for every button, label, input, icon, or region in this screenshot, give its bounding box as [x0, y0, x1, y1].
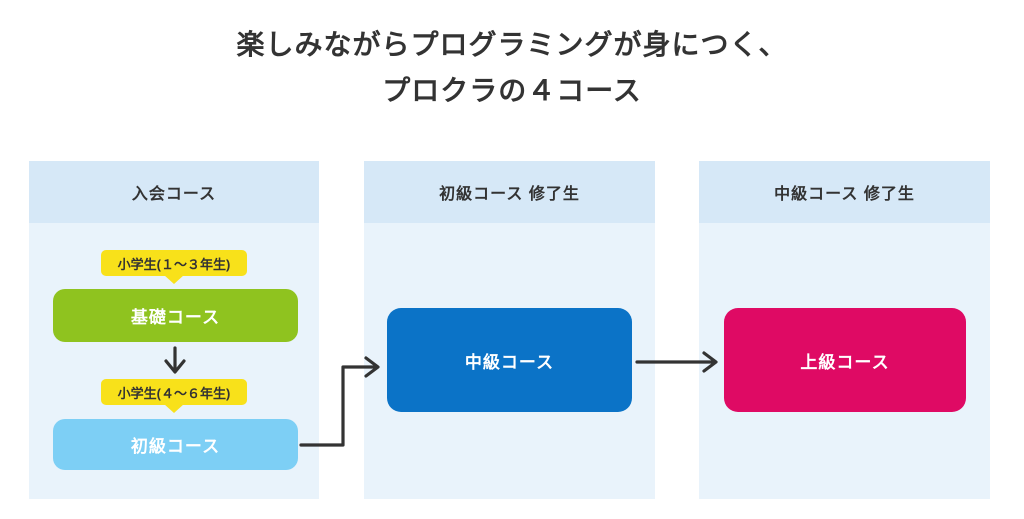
panel-beginner-graduates-header: 初級コース 修了生	[364, 161, 655, 223]
page-title-line-1: 楽しみながらプログラミングが身につく、	[236, 29, 788, 60]
page-title-line-2: プロクラの４コース	[382, 75, 642, 106]
badge-grade-4-6: 小学生(４～６年生)	[101, 379, 247, 405]
badge-grade-1-3-tail-icon	[164, 275, 184, 284]
beginner-course-box: 初級コース	[53, 419, 298, 470]
basic-course-box: 基礎コース	[53, 289, 298, 342]
page-title: 楽しみながらプログラミングが身につく、 プロクラの４コース	[0, 22, 1024, 114]
intermediate-course-box: 中級コース	[387, 308, 632, 412]
badge-grade-4-6-tail-icon	[164, 404, 184, 413]
advanced-course-box: 上級コース	[724, 308, 966, 412]
panel-intermediate-graduates-header: 中級コース 修了生	[699, 161, 990, 223]
panel-enrollment-header: 入会コース	[29, 161, 319, 223]
badge-grade-1-3: 小学生(１～３年生)	[101, 250, 247, 276]
